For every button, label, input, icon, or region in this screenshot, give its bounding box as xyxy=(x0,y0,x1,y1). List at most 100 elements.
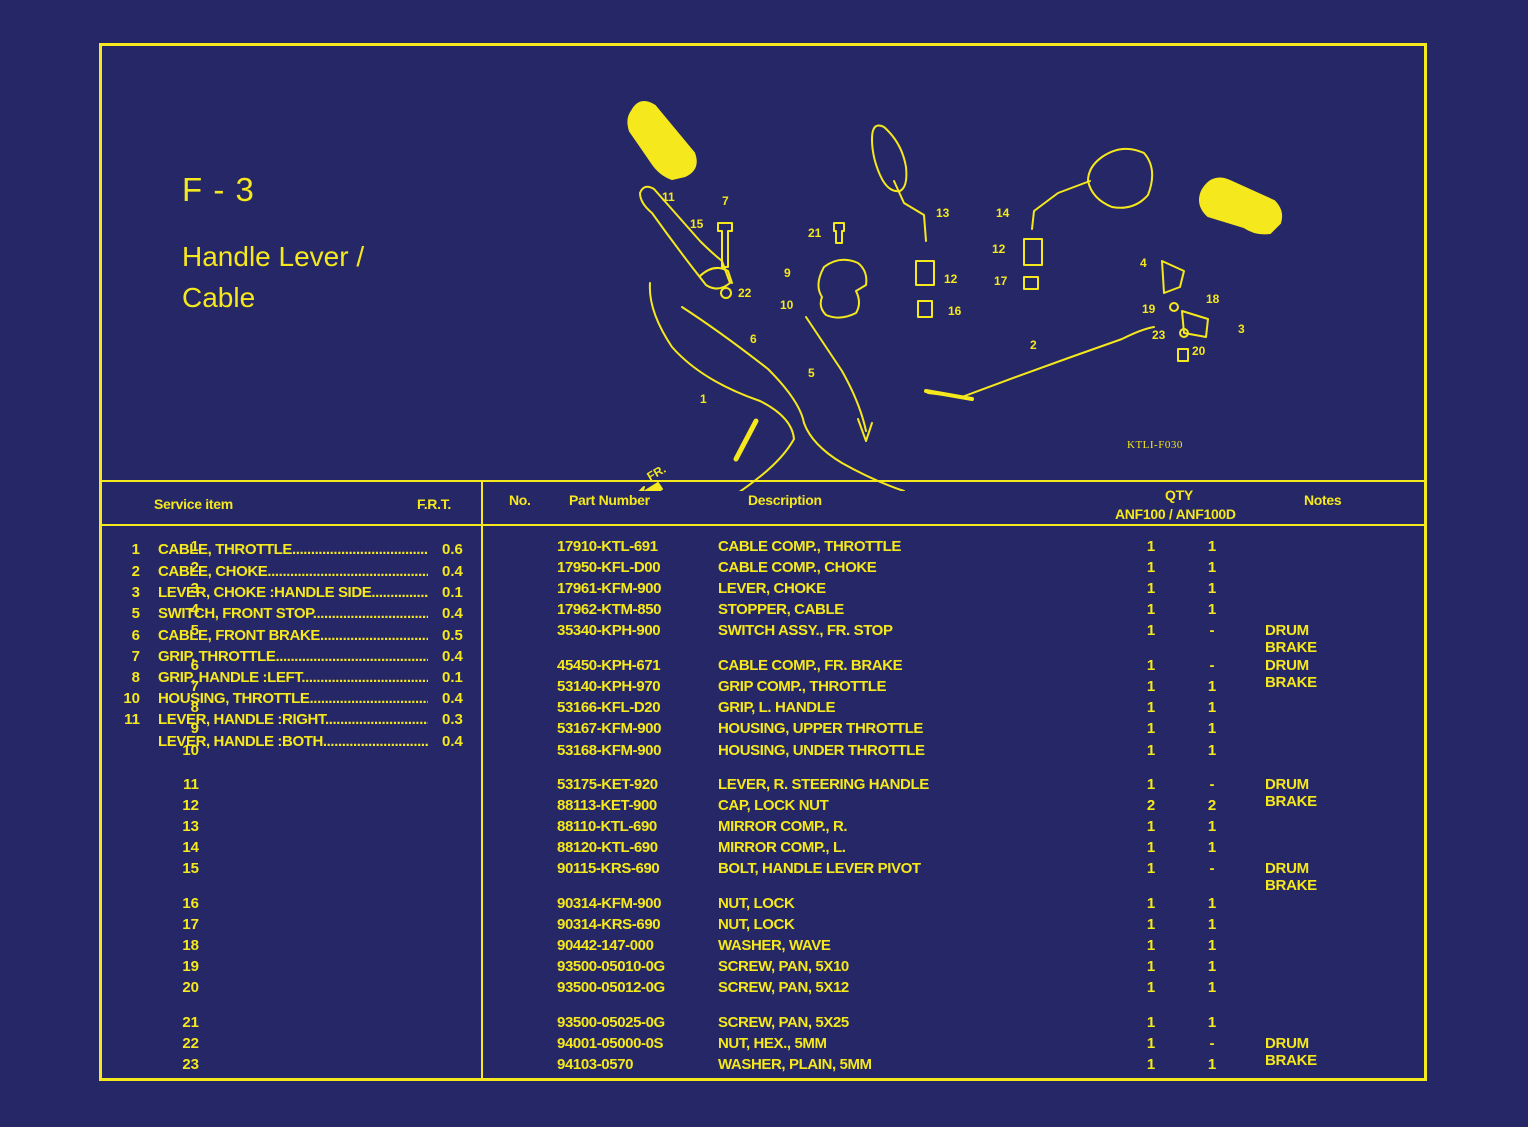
part-description: SCREW, PAN, 5X10 xyxy=(718,958,849,975)
qty-anf100: 1 xyxy=(1146,979,1156,996)
callout-4: 4 xyxy=(1140,256,1147,270)
part-description: CABLE COMP., THROTTLE xyxy=(718,538,901,555)
part-note: DRUM BRAKE xyxy=(1265,657,1317,691)
part-no: 1 xyxy=(190,538,199,555)
qty-anf100: 1 xyxy=(1146,1056,1156,1073)
qty-anf100d: 1 xyxy=(1207,916,1217,933)
part-number: 17950-KFL-D00 xyxy=(557,559,661,576)
callout-13: 13 xyxy=(936,206,950,220)
callout-11: 11 xyxy=(662,190,675,204)
qty-anf100d: 2 xyxy=(1207,797,1217,814)
callout-8: 8 xyxy=(1234,198,1241,212)
header-divider xyxy=(102,524,1424,526)
callout-18: 18 xyxy=(1206,292,1220,306)
qty-anf100d: 1 xyxy=(1207,979,1217,996)
no-header: No. xyxy=(509,492,531,508)
part-note: DRUM BRAKE xyxy=(1265,622,1317,656)
part-number: 88110-KTL-690 xyxy=(557,818,657,835)
qty-anf100: 1 xyxy=(1146,1035,1156,1052)
part-no: 23 xyxy=(182,1056,199,1073)
part-number: 17910-KTL-691 xyxy=(557,538,658,555)
part-number: 90115-KRS-690 xyxy=(557,860,660,877)
callout-23: 23 xyxy=(1152,328,1166,342)
part-description: CABLE COMP., CHOKE xyxy=(718,559,877,576)
qty-anf100d: 1 xyxy=(1207,1014,1217,1031)
service-item-number: 2 xyxy=(131,563,140,580)
qty-anf100: 1 xyxy=(1146,699,1156,716)
callout-1: 1 xyxy=(700,392,707,406)
part-description: WASHER, WAVE xyxy=(718,937,831,954)
callout-15: 15 xyxy=(690,217,704,231)
part-no: 16 xyxy=(182,895,199,912)
callout-5: 5 xyxy=(808,366,815,380)
service-item-number: 6 xyxy=(131,627,140,644)
part-number: 93500-05025-0G xyxy=(557,1014,665,1031)
part-number: 45450-KPH-671 xyxy=(557,657,661,674)
callout-9: 9 xyxy=(784,266,791,280)
part-note: DRUM BRAKE xyxy=(1265,776,1317,810)
throttle-cable-part xyxy=(648,282,795,491)
part-description: NUT, HEX., 5MM xyxy=(718,1035,827,1052)
qty-anf100: 1 xyxy=(1146,776,1156,793)
qty-anf100d: 1 xyxy=(1207,720,1217,737)
service-item-frt: 0.1 xyxy=(442,584,463,601)
models-header: ANF100 / ANF100D xyxy=(1115,506,1236,522)
part-description: BOLT, HANDLE LEVER PIVOT xyxy=(718,860,921,877)
part-description: GRIP, L. HANDLE xyxy=(718,699,836,716)
service-item-frt: 0.5 xyxy=(442,627,463,644)
service-item-name: LEVER, HANDLE :BOTH.....................… xyxy=(158,733,428,750)
part-description: NUT, LOCK xyxy=(718,895,795,912)
service-item-number: 5 xyxy=(131,605,140,622)
callout-20: 20 xyxy=(1192,344,1206,358)
part-description: HOUSING, UPPER THROTTLE xyxy=(718,720,923,737)
brake-lever-part xyxy=(639,185,731,290)
part-number: 35340-KPH-900 xyxy=(557,622,661,639)
part-no: 3 xyxy=(190,580,199,597)
throttle-grip-part xyxy=(627,101,697,180)
diagram-reference: KTLI-F030 xyxy=(1127,439,1183,451)
qty-anf100d: 1 xyxy=(1207,601,1217,618)
qty-anf100: 1 xyxy=(1146,601,1156,618)
part-description: CABLE COMP., FR. BRAKE xyxy=(718,657,903,674)
qty-anf100: 1 xyxy=(1146,916,1156,933)
qty-anf100: 1 xyxy=(1146,622,1156,639)
part-number: 93500-05012-0G xyxy=(557,979,665,996)
qty-anf100d: 1 xyxy=(1207,958,1217,975)
qty-anf100: 1 xyxy=(1146,818,1156,835)
part-number: 90314-KFM-900 xyxy=(557,895,662,912)
part-description: STOPPER, CABLE xyxy=(718,601,844,618)
part-number-header: Part Number xyxy=(569,492,650,508)
section-divider xyxy=(102,480,1424,482)
part-no: 18 xyxy=(182,937,199,954)
service-item-frt: 0.4 xyxy=(442,648,463,665)
qty-anf100d: 1 xyxy=(1207,538,1217,555)
throttle-housing-part xyxy=(817,258,868,319)
part-no: 4 xyxy=(190,601,199,618)
callout-19: 19 xyxy=(1142,302,1156,316)
service-item-name: CABLE, THROTTLE.........................… xyxy=(158,541,428,558)
qty-anf100: 1 xyxy=(1146,678,1156,695)
qty-anf100d: - xyxy=(1209,657,1215,674)
part-number: 17962-KTM-850 xyxy=(557,601,662,618)
service-item-frt: 0.6 xyxy=(442,541,463,558)
qty-anf100: 1 xyxy=(1146,937,1156,954)
service-item-number: 11 xyxy=(124,711,140,728)
part-number: 94103-0570 xyxy=(557,1056,634,1073)
part-number: 90314-KRS-690 xyxy=(557,916,661,933)
part-no: 13 xyxy=(182,818,199,835)
qty-anf100: 1 xyxy=(1146,839,1156,856)
page-title: Handle Lever / Cable xyxy=(182,241,365,313)
